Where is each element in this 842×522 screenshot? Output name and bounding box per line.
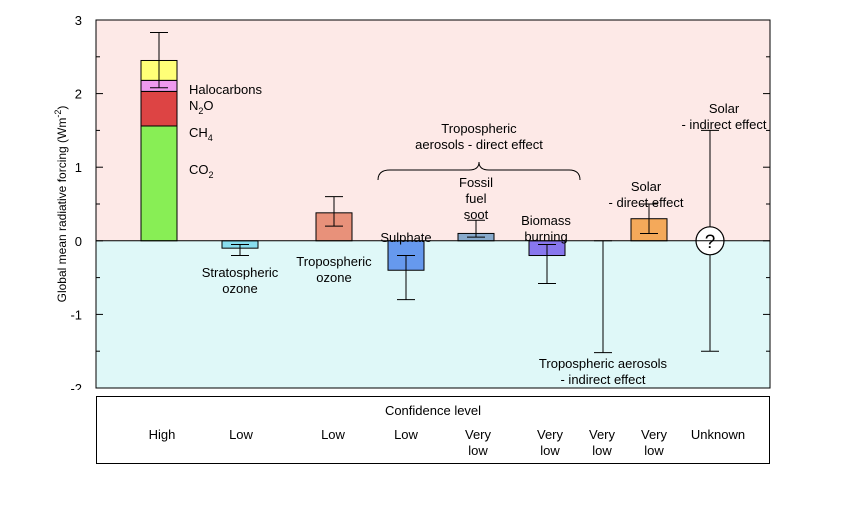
confidence-level-trop-ozone: Low	[321, 427, 345, 442]
co2-label: CO2	[189, 162, 214, 180]
aerosol-indirect-label: Tropospheric aerosols- indirect effect	[539, 356, 668, 387]
confidence-level-solar-indirect: Unknown	[690, 427, 746, 442]
y-tick-label: 3	[75, 13, 82, 28]
ghg-error-bar	[150, 32, 168, 89]
y-tick-label: -1	[70, 307, 82, 322]
confidence-level-aerosol-indirect: Very low	[588, 427, 616, 458]
ch4-label: CH4	[189, 125, 213, 143]
confidence-level-co2: High	[148, 427, 176, 442]
confidence-level-soot: Very low	[464, 427, 492, 458]
halocarbons-label: Halocarbons	[189, 82, 262, 97]
y-tick-label: 2	[75, 87, 82, 102]
ch4-segment	[140, 90, 178, 127]
y-tick-label: -2	[70, 381, 82, 390]
stratospheric-ozone-error-bar	[231, 243, 249, 257]
fossil-fuel-soot-error-bar	[467, 219, 485, 238]
confidence-level-solar-direct: Very low	[640, 427, 668, 458]
biomass-burning-error-bar	[538, 243, 556, 284]
solar-direct-error-bar	[640, 203, 658, 234]
n2o-label: N2O	[189, 98, 214, 116]
confidence-title: Confidence level	[384, 403, 482, 418]
solar-direct-label: Solar- direct effect	[609, 179, 684, 210]
co2-segment	[140, 125, 178, 242]
sulphate-error-bar	[397, 255, 415, 301]
unknown-marker-label: ?	[705, 232, 716, 253]
radiative-forcing-chart: 3 2 1 0 -1 -2 Global mean radiative forcing (W…	[53, 13, 771, 390]
negative-region	[96, 240, 770, 388]
y-axis-title: Global mean radiative forcing (Wm-2)	[53, 106, 69, 303]
confidence-level-sulphate: Low	[394, 427, 418, 442]
y-tick-label: 0	[75, 234, 82, 249]
y-tick-label: 1	[75, 160, 82, 175]
sulphate-label: Sulphate	[380, 230, 431, 245]
plot-frame	[95, 19, 771, 389]
confidence-level-biomass: Very low	[536, 427, 564, 458]
aerosols-direct-brace	[377, 161, 581, 181]
solar-indirect-label: Solar- indirect effect	[681, 101, 766, 132]
tropospheric-ozone-error-bar	[325, 196, 343, 227]
confidence-level-strat-ozone: Low	[229, 427, 253, 442]
confidence-panel: Confidence level High Low Low Low Very l…	[96, 396, 770, 464]
